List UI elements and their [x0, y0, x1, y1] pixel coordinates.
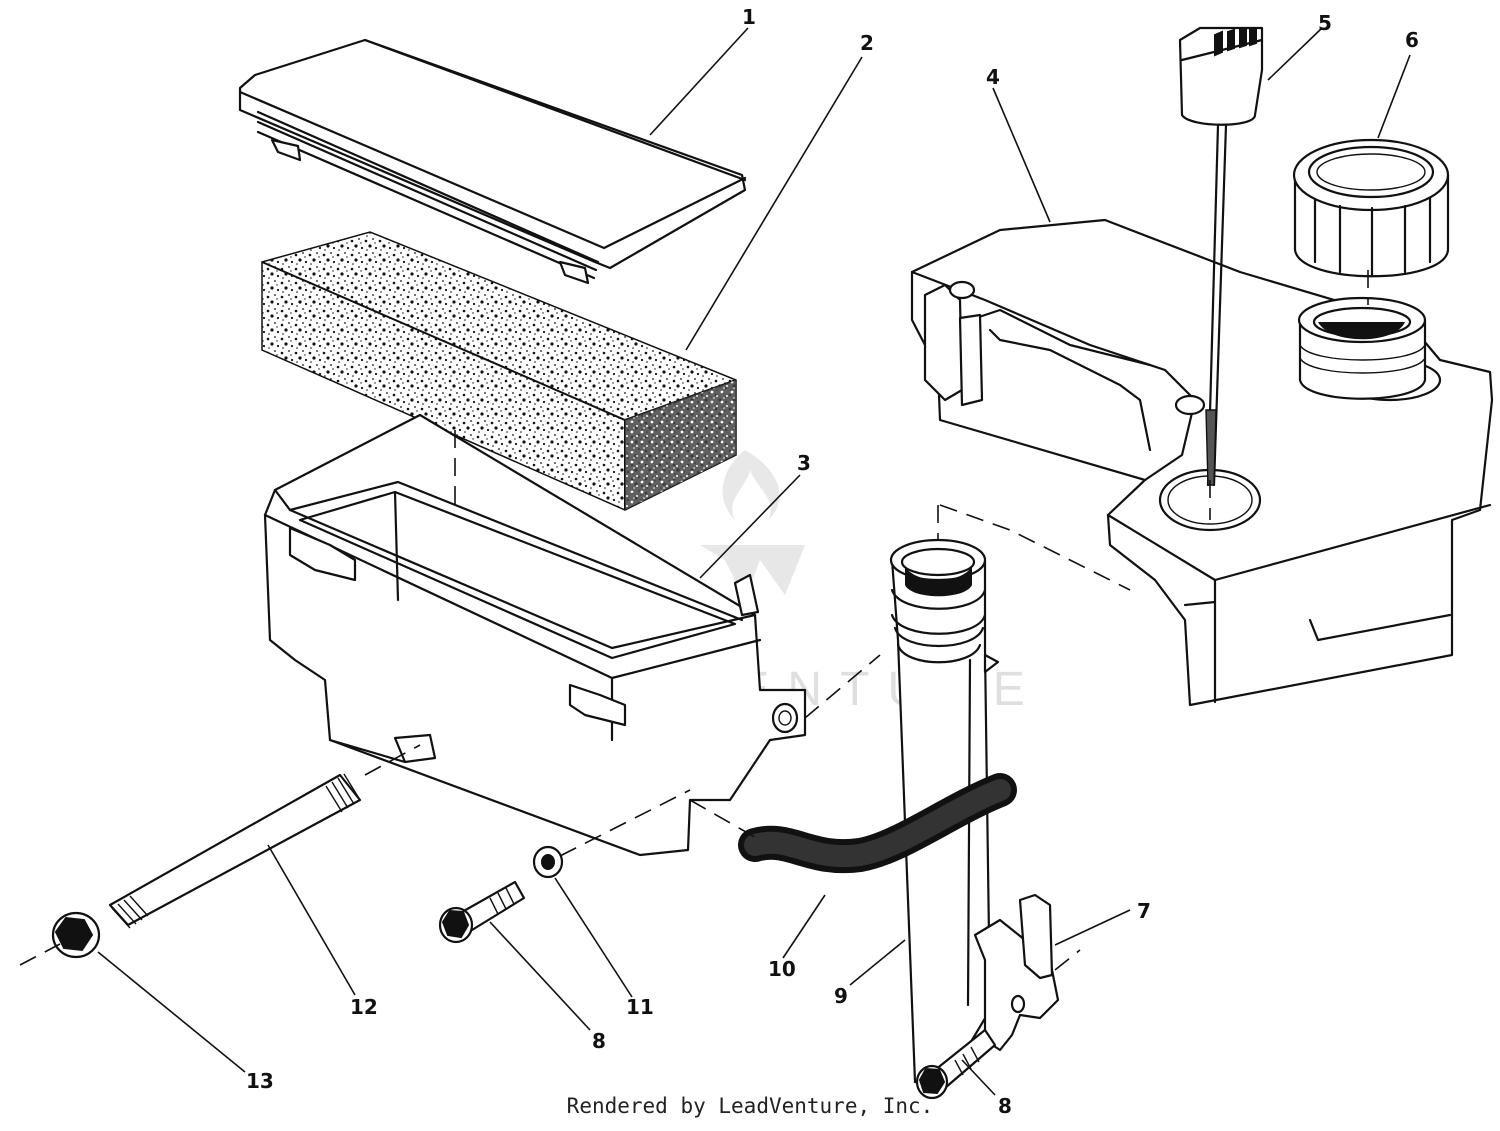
callout-10: 10: [768, 957, 796, 981]
callout-1: 1: [742, 5, 756, 29]
callout-9: 9: [834, 984, 848, 1008]
callout-12: 12: [350, 995, 378, 1019]
fuel-tank-neck: [1297, 296, 1427, 400]
dipstick: [1178, 26, 1264, 487]
hex-bolt-right: [915, 1028, 997, 1100]
callout-4: 4: [986, 65, 1000, 89]
fuel-tank: [910, 218, 1494, 707]
callout-6: 6: [1405, 28, 1419, 52]
hex-bolt-left: [438, 880, 526, 944]
leader-lines: [97, 27, 1411, 1096]
callout-3: 3: [797, 451, 811, 475]
callout-5: 5: [1318, 11, 1332, 35]
callout-numbers: 1 2 3 4 5 6 7 8 8 9 10 11 12 13: [246, 5, 1419, 1118]
callout-8-left: 8: [592, 1029, 606, 1053]
callout-7: 7: [1137, 899, 1151, 923]
footer-credit: Rendered by LeadVenture, Inc.: [566, 1094, 934, 1118]
foam-filter-element: [261, 231, 737, 511]
assembly-lines: [19, 270, 1369, 971]
fuel-cap: [1292, 138, 1450, 278]
callout-2: 2: [860, 31, 874, 55]
long-stud: [108, 773, 362, 929]
flange-nut: [51, 911, 101, 959]
callout-11: 11: [626, 995, 654, 1019]
mounting-bracket: [973, 893, 1060, 1052]
callout-8-right: 8: [998, 1094, 1012, 1118]
fuel-hose: [738, 773, 1017, 874]
air-cleaner-cover: [238, 38, 747, 285]
air-cleaner-base: [263, 413, 807, 857]
callout-13: 13: [246, 1069, 274, 1093]
flat-washer: [532, 845, 564, 879]
